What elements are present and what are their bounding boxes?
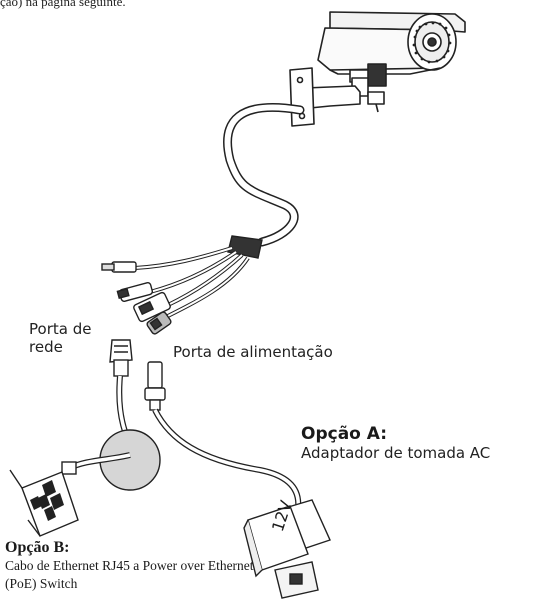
- poe-wall-socket: [9, 469, 79, 537]
- option-a-title: Opção A:: [301, 424, 388, 444]
- main-cable: [223, 102, 305, 247]
- option-b-title: Opção B:: [5, 539, 70, 556]
- network-port-label-line2: rede: [29, 338, 63, 356]
- network-port-label-line1: Porta de: [29, 320, 92, 338]
- option-a-description: Adaptador de tomada AC: [301, 444, 491, 462]
- network-port-label: Porta de rede: [29, 320, 91, 356]
- power-port-label: Porta de alimentação: [173, 343, 333, 361]
- camera-illustration: [289, 11, 466, 127]
- network-cable: [61, 339, 161, 491]
- ac-adapter: [243, 499, 331, 599]
- header-fragment: ção) na página seguinte.: [0, 0, 126, 9]
- power-cable: [144, 361, 302, 509]
- cable-connectors: [101, 235, 263, 335]
- option-b-description: Cabo de Ethernet RJ45 a Power over Ether…: [5, 558, 254, 591]
